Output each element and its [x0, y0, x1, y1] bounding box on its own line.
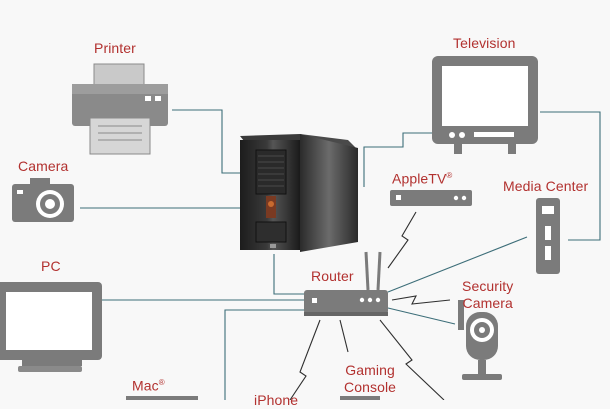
nas-server-icon	[240, 134, 358, 252]
appletv-label-mark: ®	[446, 171, 453, 180]
gaming-console-label-line1: Gaming	[345, 362, 395, 378]
wireless-links	[289, 211, 451, 400]
security-camera-label: Security Camera	[462, 278, 513, 312]
gaming-console-label: Gaming Console	[344, 362, 396, 396]
wire-tv-nas	[363, 132, 432, 187]
wifi-appletv-router	[387, 211, 417, 269]
security-camera-label-line2: Camera	[462, 295, 513, 311]
monitor-icon	[0, 282, 102, 372]
connection-lines	[80, 109, 601, 400]
television-label: Television	[453, 35, 516, 51]
set-top-box-icon	[390, 190, 472, 206]
wire-mac-router	[224, 309, 306, 400]
wifi-iphone-router	[289, 319, 321, 400]
router-label: Router	[311, 268, 354, 284]
camera-icon	[12, 178, 74, 222]
tv-icon	[432, 56, 538, 154]
tower-icon	[536, 198, 560, 274]
camera-label: Camera	[18, 158, 69, 174]
pc-label: PC	[41, 258, 61, 274]
mac-label: Mac®	[132, 374, 165, 395]
appletv-label: AppleTV®	[392, 167, 452, 188]
wire-mediacenter-router	[387, 236, 528, 293]
media-center-label: Media Center	[503, 178, 589, 194]
security-camera-icon	[458, 300, 502, 380]
router-icon	[304, 251, 388, 316]
gaming-console-icon	[340, 396, 380, 400]
mac-label-text: Mac	[132, 377, 159, 394]
wifi-securitycam-router	[391, 295, 451, 305]
wifi-gaming-router	[339, 319, 349, 353]
wire-securitycam-router	[387, 307, 456, 325]
gaming-console-label-line2: Console	[344, 379, 397, 395]
security-camera-label-line1: Security	[462, 278, 514, 294]
wire-printer-nas	[172, 109, 240, 174]
printer-label: Printer	[94, 40, 136, 56]
iphone-label: iPhone	[254, 392, 299, 408]
appletv-label-text: AppleTV	[392, 170, 447, 187]
network-diagram	[0, 56, 601, 400]
mac-monitor-icon	[126, 396, 198, 400]
wire-tv-mediacenter	[540, 111, 601, 241]
wire-nas-router	[273, 254, 306, 295]
printer-icon	[72, 63, 168, 155]
mac-label-mark: ®	[158, 378, 165, 387]
wifi-lower-router	[379, 319, 445, 400]
